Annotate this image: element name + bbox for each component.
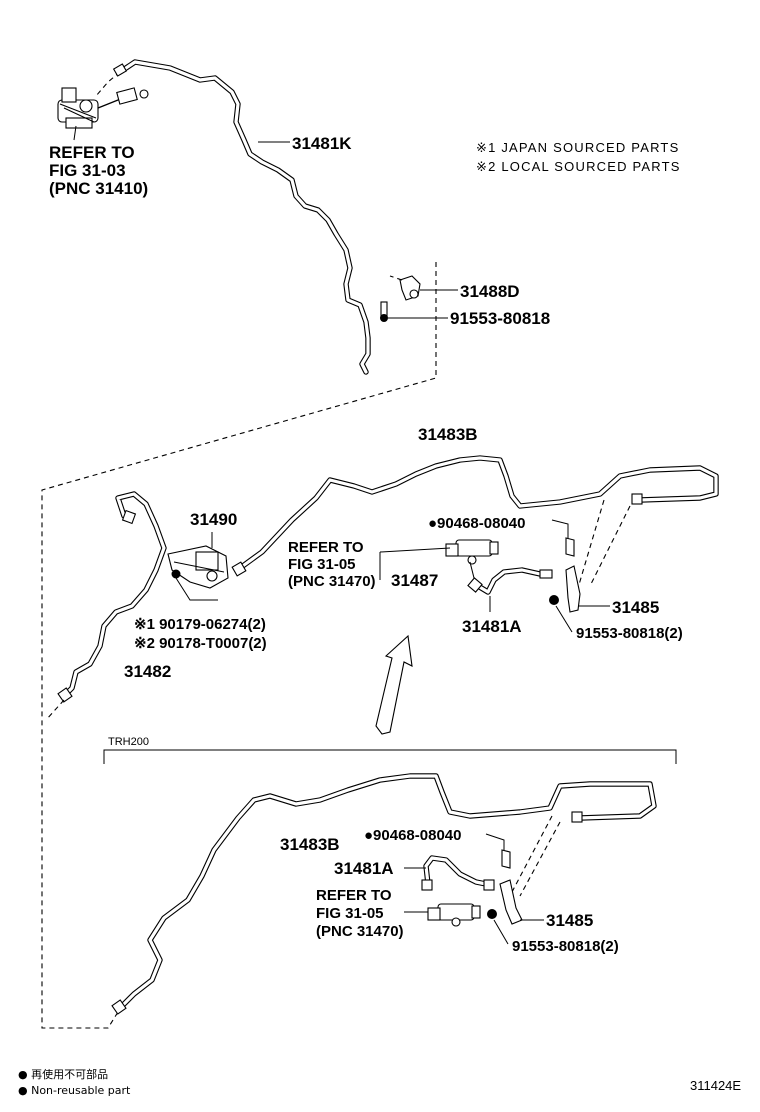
label-91553-mid: 91553-80818(2) xyxy=(576,625,683,642)
label-31485-mid: 31485 xyxy=(612,598,659,617)
label-31485-bot: 31485 xyxy=(546,911,593,930)
pipe-31481K xyxy=(117,59,371,375)
label-91553-bot: 91553-80818(2) xyxy=(512,938,619,955)
fitting-nut xyxy=(571,811,583,823)
fitting-nut xyxy=(111,999,127,1015)
refer-bot-line3: (PNC 31470) xyxy=(316,923,404,940)
legend-non-reusable: ● Non-reusable part xyxy=(18,1084,131,1097)
pipe-31482 xyxy=(61,491,167,699)
label-31487: 31487 xyxy=(391,571,438,590)
fitting-nut xyxy=(231,561,247,577)
bolt-91553-mid xyxy=(549,595,559,605)
bracket-31485-mid xyxy=(565,565,581,613)
bolt-91553-bot xyxy=(487,909,497,919)
label-31490: 31490 xyxy=(190,510,237,529)
refer-mid-line2: FIG 31-05 xyxy=(288,556,356,573)
pipe-31483B-bot xyxy=(117,773,657,1011)
label-90468-mid: ●90468-08040 xyxy=(428,515,525,532)
hose-31481A-bot xyxy=(423,855,489,887)
label-31481K: 31481K xyxy=(292,134,352,153)
slave-cylinder-icon xyxy=(427,903,481,927)
callout-labels: REFER TO FIG 31-03 (PNC 31410) 31481K ※1… xyxy=(49,134,683,955)
middle-assembly xyxy=(45,455,719,735)
label-31481A-bot: 31481A xyxy=(334,859,394,878)
legend: ● 再使用不可部品 ● Non-reusable part xyxy=(18,1067,131,1097)
note-local-sourced: ※2 LOCAL SOURCED PARTS xyxy=(476,159,681,174)
legend-japanese: ● 再使用不可部品 xyxy=(18,1067,108,1081)
top-assembly xyxy=(41,59,458,1029)
label-91553-top: 91553-80818 xyxy=(450,309,550,328)
refer-top-line2: FIG 31-03 xyxy=(49,161,126,180)
trh200-bracket xyxy=(103,749,677,764)
label-31483B-mid: 31483B xyxy=(418,425,478,444)
note-japan-sourced: ※1 JAPAN SOURCED PARTS xyxy=(476,140,679,155)
fitting-nut xyxy=(539,569,553,579)
refer-mid-line3: (PNC 31470) xyxy=(288,573,376,590)
union-bracket-31490 xyxy=(167,545,229,589)
variant-label-trh200: TRH200 xyxy=(108,736,149,748)
fitting-nut xyxy=(483,879,495,891)
bolt-90179 xyxy=(171,569,181,579)
label-31481A-mid: 31481A xyxy=(462,617,522,636)
fitting-nut xyxy=(57,687,73,703)
bracket-31485-bot xyxy=(499,879,523,925)
pipe-31483B-mid xyxy=(237,455,719,571)
label-90178: ※2 90178-T0007(2) xyxy=(134,635,267,652)
gasket-90468 xyxy=(501,849,511,869)
refer-mid-line1: REFER TO xyxy=(288,539,364,556)
gasket-90468 xyxy=(565,537,575,557)
label-31483B-bot: 31483B xyxy=(280,835,340,854)
label-90468-bot: ●90468-08040 xyxy=(364,827,461,844)
master-cylinder-icon xyxy=(57,87,149,129)
refer-bot-line2: FIG 31-05 xyxy=(316,905,384,922)
bolt-91553-top xyxy=(380,301,388,322)
fitting-nut xyxy=(112,63,128,77)
refer-top-line1: REFER TO xyxy=(49,143,135,162)
label-31488D: 31488D xyxy=(460,282,520,301)
figure-id: 311424E xyxy=(690,1078,741,1093)
fitting-nut xyxy=(631,493,643,505)
fitting-nut xyxy=(467,577,483,593)
bracket-31488D xyxy=(389,275,421,301)
refer-bot-line1: REFER TO xyxy=(316,887,392,904)
refer-top-line3: (PNC 31410) xyxy=(49,179,148,198)
label-90179: ※1 90179-06274(2) xyxy=(134,616,266,633)
bottom-assembly xyxy=(111,773,657,1015)
slave-cylinder-icon xyxy=(445,539,499,565)
direction-arrow-icon xyxy=(375,634,413,735)
label-31482: 31482 xyxy=(124,662,171,681)
hose-31481A-mid xyxy=(475,567,543,595)
fitting-nut xyxy=(421,879,433,891)
fitting-nut xyxy=(121,509,137,525)
